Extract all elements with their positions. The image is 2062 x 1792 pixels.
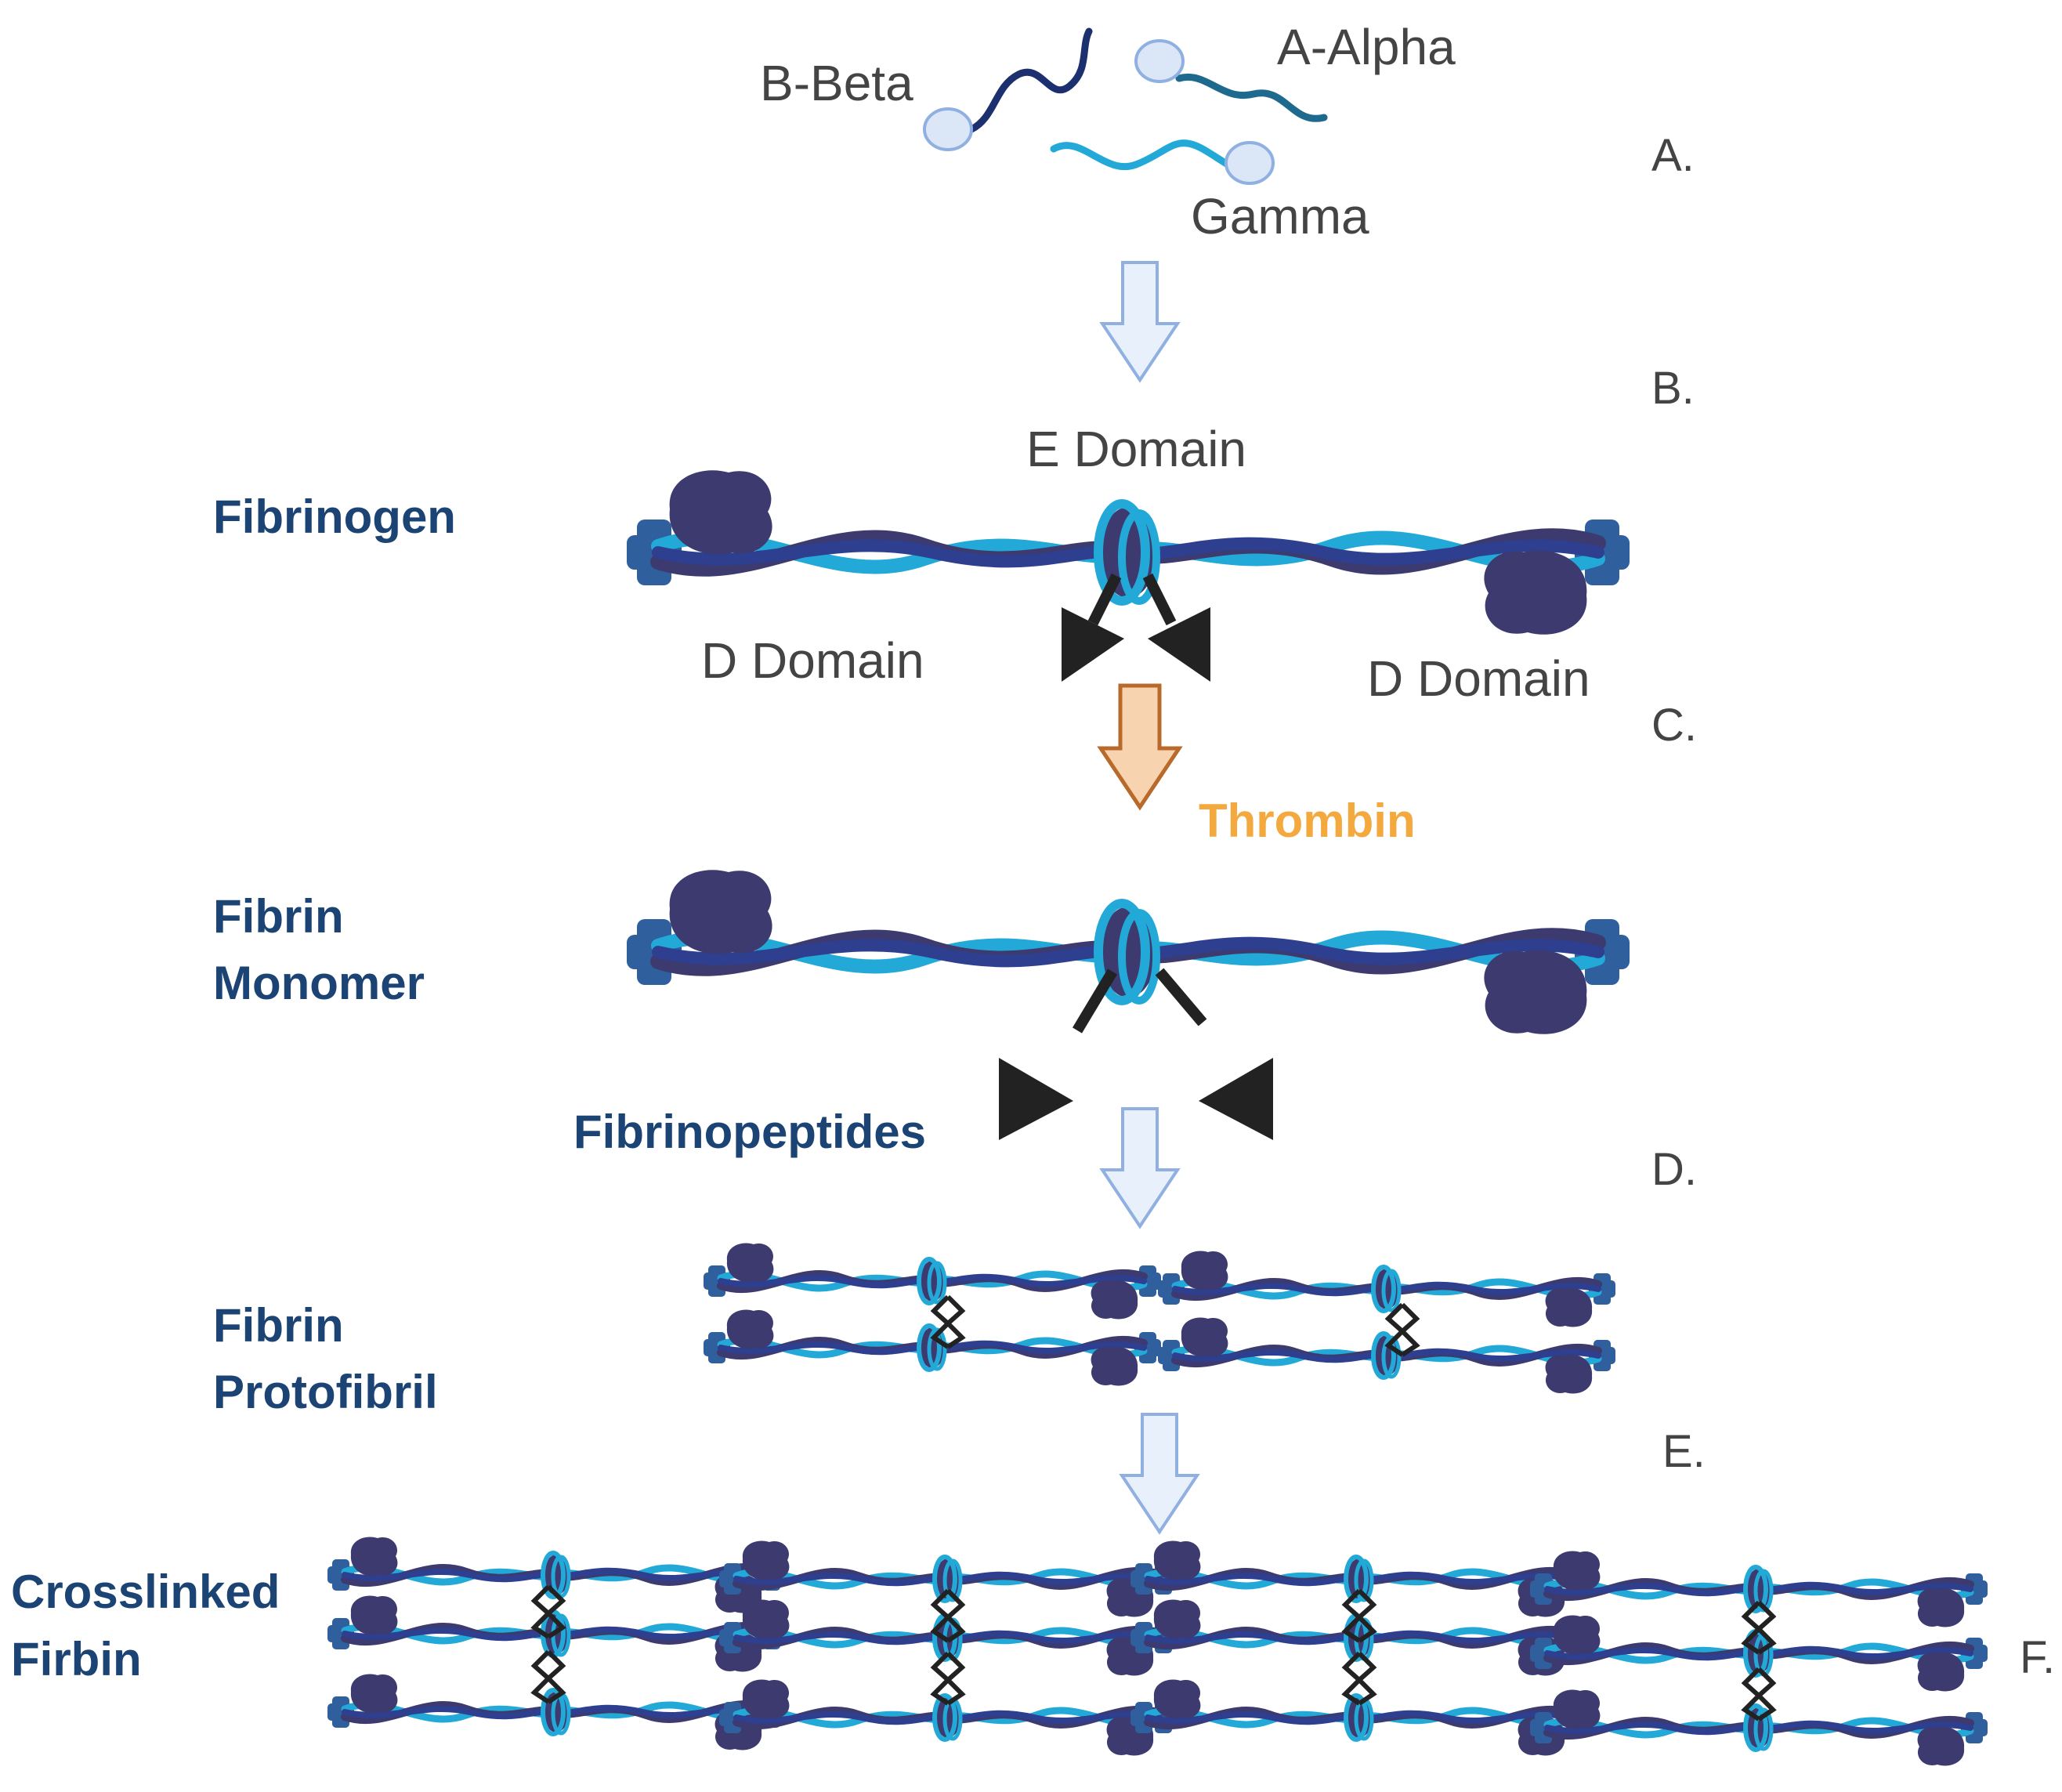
down-arrow-3: [1120, 1413, 1199, 1533]
step-f-label: F.: [2020, 1632, 2055, 1683]
fibrin-protofibril-label-line2: Protofibril: [213, 1366, 438, 1418]
step-b-label: B.: [1651, 363, 1695, 414]
crosslinked-label-line2: Firbin: [11, 1633, 142, 1685]
cleaved-stubs: [1072, 968, 1207, 1034]
fibrinogen-label: Fibrinogen: [213, 491, 456, 543]
fibrinopeptides-label: Fibrinopeptides: [573, 1106, 926, 1158]
cleavage-arrows: [1062, 573, 1210, 682]
thrombin-label: Thrombin: [1199, 795, 1416, 847]
fibrinogen-molecule: [627, 470, 1630, 635]
fibrin-monomer-molecule: [627, 870, 1630, 1034]
step-d-label: D.: [1651, 1144, 1697, 1195]
step-e-label: E.: [1662, 1426, 1706, 1477]
step-a-label: A.: [1651, 130, 1695, 181]
down-arrow-1: [1101, 261, 1179, 382]
d-domain-left-label: D Domain: [701, 632, 924, 689]
b-beta-label: B-Beta: [760, 55, 913, 111]
crosslinked-fibrin-network: [327, 1537, 1988, 1766]
e-domain-label: E Domain: [1026, 421, 1246, 477]
down-arrow-2: [1101, 1107, 1179, 1228]
fibrin-monomer-label-line1: Fibrin: [213, 890, 344, 943]
thrombin-arrow: [1097, 683, 1183, 811]
d-domain-right-label: D Domain: [1367, 650, 1590, 707]
a-alpha-label: A-Alpha: [1277, 19, 1456, 75]
fibrin-protofibril-label-line1: Fibrin: [213, 1299, 344, 1352]
fibrin-monomer-label-line2: Monomer: [213, 957, 425, 1009]
chain-illustration: [923, 27, 1328, 185]
crosslinked-label-line1: Crosslinked: [11, 1566, 280, 1618]
gamma-label: Gamma: [1191, 188, 1369, 244]
protofibril: [704, 1244, 1615, 1394]
fibrinopeptide-triangles: [999, 1058, 1273, 1140]
step-c-label: C.: [1651, 700, 1697, 751]
